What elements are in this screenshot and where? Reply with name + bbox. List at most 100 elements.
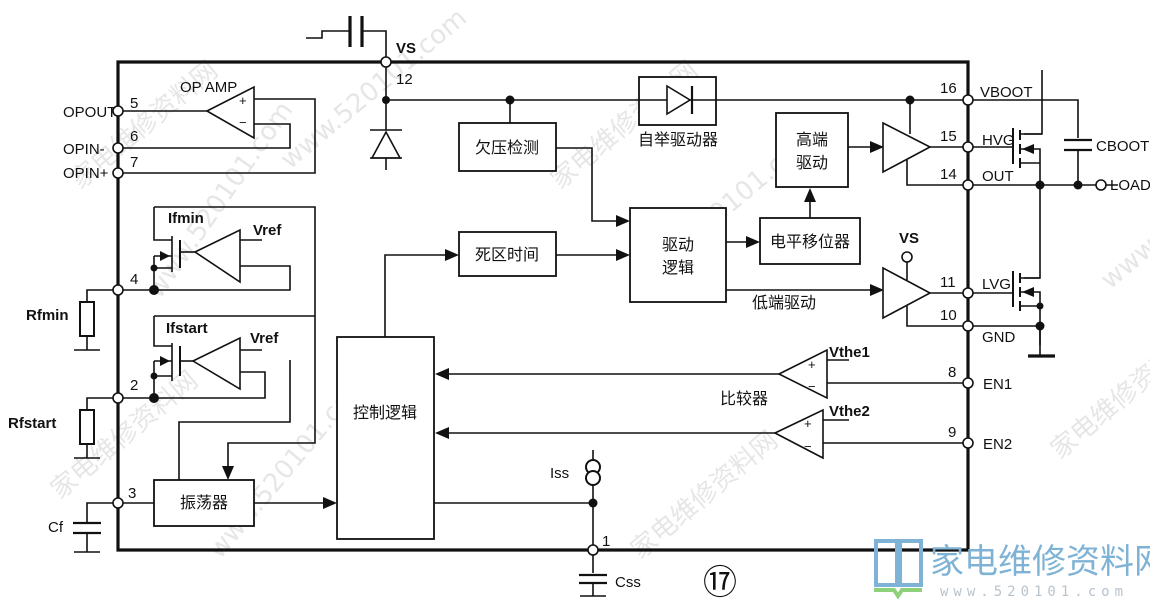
arrow-icon [616, 215, 630, 227]
cmp1-minus: − [808, 379, 816, 394]
junction-dot [382, 96, 390, 104]
pin-name-en2: EN2 [983, 436, 1012, 453]
vref2-label: Vref [250, 330, 279, 347]
pin-number-1: 1 [602, 533, 610, 550]
junction-dot [588, 498, 598, 508]
comparator-label: 比较器 [720, 389, 768, 408]
rfmin-resistor-icon [79, 301, 95, 337]
level-shifter-block [759, 217, 861, 265]
low-side-mosfet-icon [1012, 271, 1041, 345]
watermark-text: 家电维修资料网 [625, 425, 784, 565]
pin-number-12: 12 [396, 71, 413, 88]
cboot-label: CBOOT [1096, 138, 1149, 155]
vs-decoupling-capacitor [306, 16, 387, 62]
load-terminal [1095, 179, 1107, 191]
pin-12-vs-terminal [380, 56, 392, 68]
pin-name-lvg: LVG [982, 276, 1011, 293]
control-logic-label: 控制逻辑 [353, 403, 417, 422]
arrow-icon [870, 141, 884, 153]
watermark-text: 家电维修资料网 [1045, 325, 1150, 465]
high-side-buffer [882, 121, 932, 174]
arrow-icon [222, 466, 234, 480]
pin-1-terminal [587, 544, 599, 556]
pin-4-terminal [112, 284, 124, 296]
watermark-url: www.520101.com [275, 3, 473, 176]
cf-label: Cf [48, 519, 64, 536]
pin-number-7: 7 [130, 154, 138, 171]
junction-dot [149, 393, 159, 403]
pin-number-4: 4 [130, 271, 138, 288]
zener-diode-icon [370, 129, 402, 170]
pin-name-hvg: HVG [982, 132, 1015, 149]
pin-name-gnd: GND [982, 329, 1016, 346]
pin-name-vboot: VBOOT [980, 84, 1033, 101]
oscillator-label: 振荡器 [180, 493, 228, 512]
cboot-capacitor-icon [1064, 138, 1092, 185]
arrow-icon [323, 497, 337, 509]
low-side-driver-label: 低端驱动 [752, 293, 816, 312]
dead-time-block [458, 231, 557, 277]
pin-name-en1: EN1 [983, 376, 1012, 393]
pin-number-3: 3 [128, 485, 136, 502]
arrow-icon [870, 284, 884, 296]
rfstart-resistor-icon [79, 409, 95, 445]
uvlo-block [458, 122, 557, 172]
logo-url: www.520101.com [940, 584, 1128, 600]
low-side-buffer [882, 266, 932, 320]
css-label: Css [615, 574, 641, 591]
rfstart-label: Rfstart [8, 415, 56, 432]
pin-name-opin-minus: OPIN- [63, 141, 105, 158]
bootstrap-driver-label: 自举驱动器 [638, 130, 718, 149]
pin-number-14: 14 [940, 166, 957, 183]
ic-outline [116, 60, 970, 552]
comparator-2 [773, 408, 824, 460]
arrow-icon [435, 368, 449, 380]
figure-number: ⑰ [703, 563, 737, 603]
pin-name-out: OUT [982, 168, 1014, 185]
cmp2-minus: − [804, 439, 812, 454]
vref1-label: Vref [253, 222, 282, 239]
vthe1-label: Vthe1 [829, 344, 870, 361]
ifmin-label: Ifmin [168, 210, 204, 227]
diode-icon [666, 84, 694, 116]
pin-7-opin-plus-terminal [112, 167, 124, 179]
pin-number-16: 16 [940, 80, 957, 97]
ifmin-amp [193, 228, 241, 284]
op-amp-label: OP AMP [180, 79, 237, 96]
drive-logic-block [629, 207, 727, 303]
pin-number-5: 5 [130, 95, 138, 112]
pin-16-vboot-terminal [962, 94, 974, 106]
opamp-plus: + [239, 93, 247, 108]
uvlo-label: 欠压检测 [475, 138, 539, 157]
arrow-icon [445, 249, 459, 261]
ifstart-amp [191, 336, 241, 391]
pin-name-vs: VS [396, 40, 416, 57]
cmp1-plus: + [808, 357, 816, 372]
pin-number-9: 9 [948, 424, 956, 441]
pin-3-terminal [112, 497, 124, 509]
ifstart-label: Ifstart [166, 320, 208, 337]
ground-icon [74, 444, 100, 459]
high-side-mosfet-icon [1012, 128, 1042, 185]
rfmin-label: Rfmin [26, 307, 69, 324]
pin-8-en1-terminal [962, 377, 974, 389]
pin-2-terminal [112, 392, 124, 404]
load-label: LOAD [1110, 177, 1150, 194]
pin-number-10: 10 [940, 307, 957, 324]
css-capacitor-icon [579, 573, 607, 597]
cmp2-plus: + [804, 416, 812, 431]
pin-9-en2-terminal [962, 437, 974, 449]
pin-number-2: 2 [130, 377, 138, 394]
arrow-icon [746, 236, 760, 248]
arrow-icon [435, 427, 449, 439]
high-side-driver-block [775, 112, 849, 188]
current-source-icon [585, 459, 601, 486]
level-shifter-label: 电平移位器 [770, 232, 850, 251]
pin-name-opout: OPOUT [63, 104, 116, 121]
op-amp-triangle [205, 85, 255, 140]
pin-10-gnd-terminal [962, 320, 974, 332]
cf-capacitor-icon [73, 521, 101, 553]
drive-logic-label-1: 驱动 [662, 235, 694, 254]
high-side-driver-label-1: 高端 [796, 130, 828, 149]
